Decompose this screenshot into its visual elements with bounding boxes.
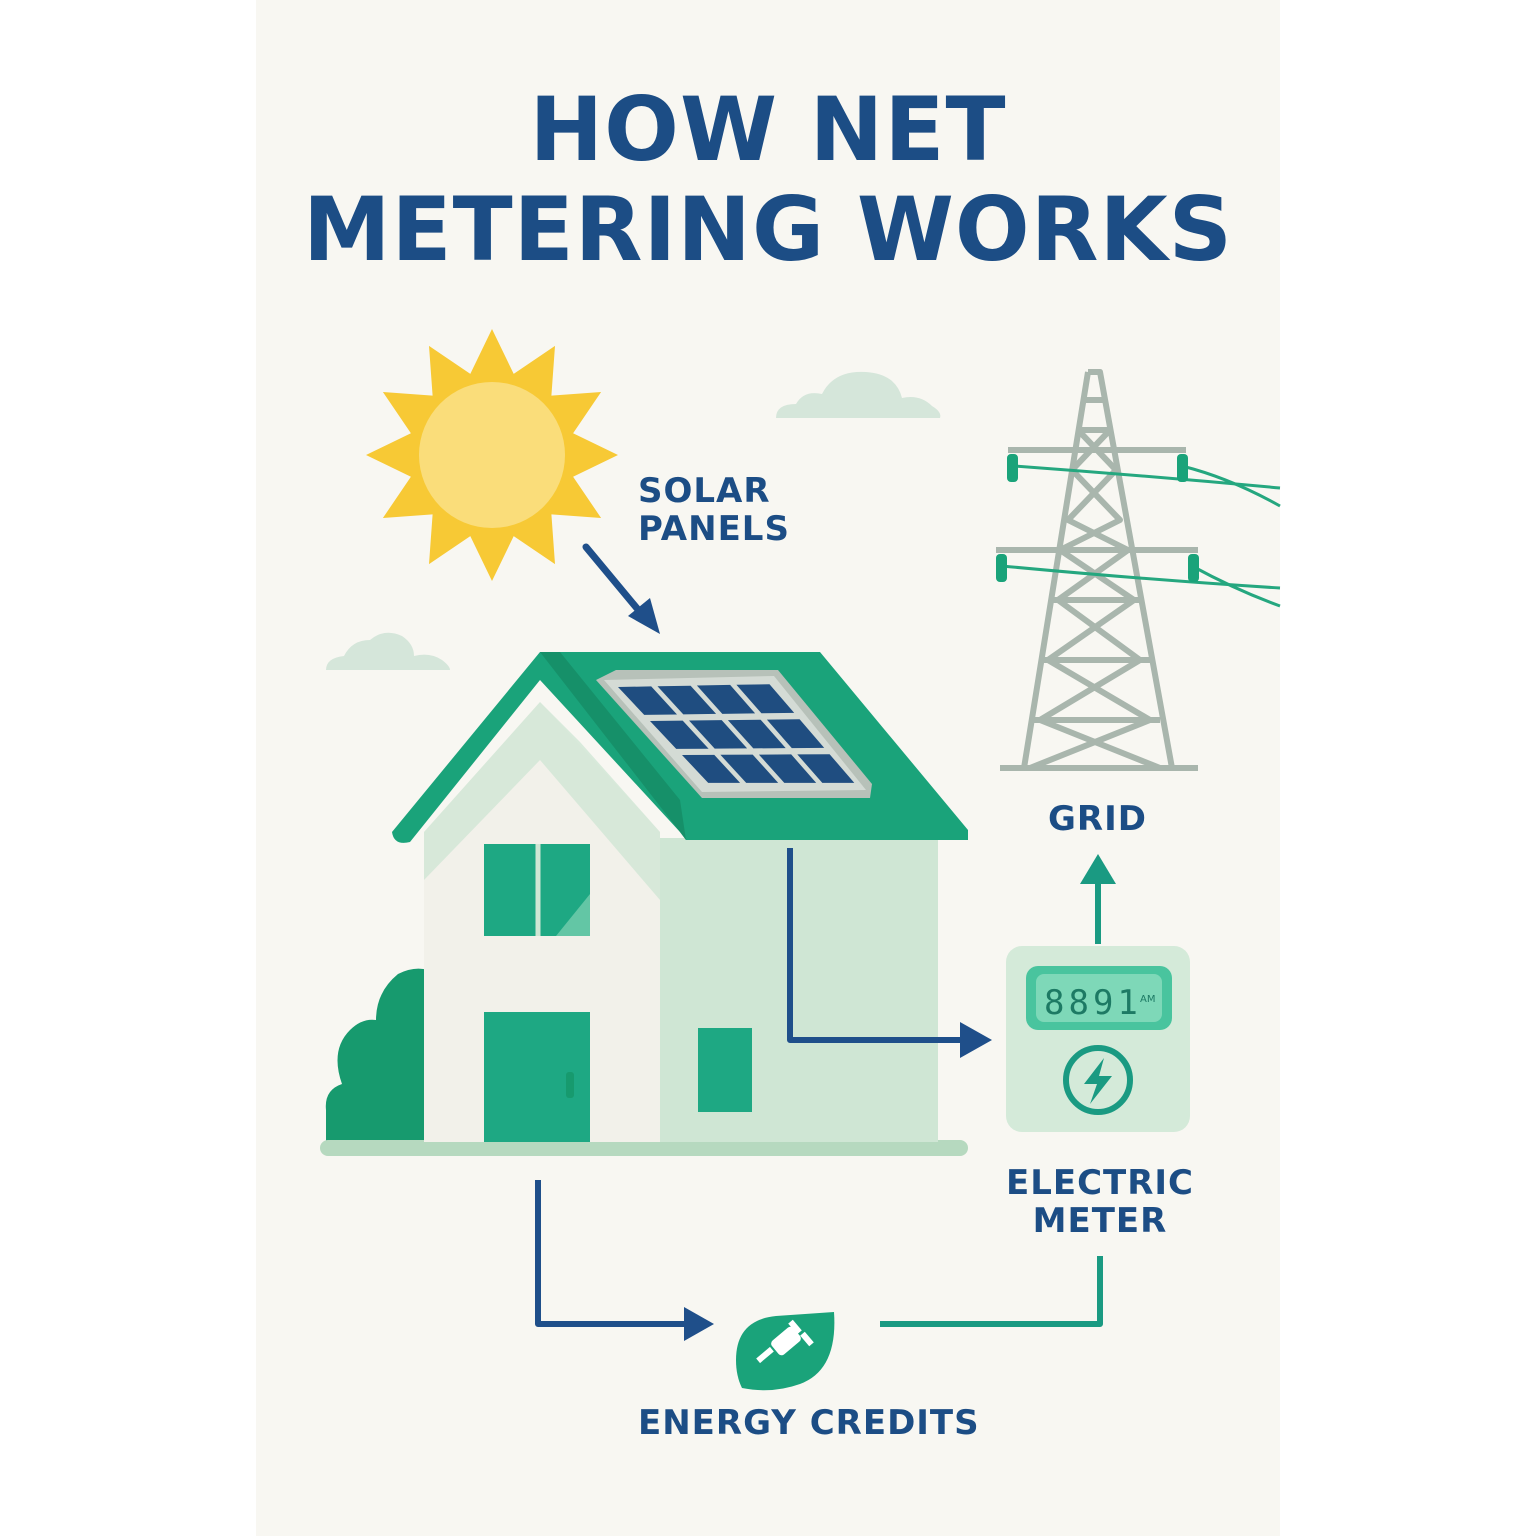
solar-cell xyxy=(696,684,756,714)
solar-cell xyxy=(720,754,779,783)
leaf-plug-icon xyxy=(736,1312,835,1391)
power-line-wires xyxy=(1001,464,1281,608)
solar-cell xyxy=(682,754,741,783)
front-door xyxy=(484,1012,590,1142)
power-tower-icon xyxy=(996,369,1198,771)
energy-credits-label: ENERGY CREDITS xyxy=(638,1403,980,1443)
solar-panels-label: SOLAR PANELS xyxy=(638,471,790,549)
solar-cell xyxy=(766,719,825,749)
meter-to-grid-arrow xyxy=(1080,854,1116,944)
insulator-icons xyxy=(996,454,1199,582)
solar-cell xyxy=(657,685,717,715)
meter-to-credits-line xyxy=(880,1256,1103,1327)
electric-meter-icon: 8891 AM xyxy=(1006,946,1190,1132)
solar-cell xyxy=(689,720,748,749)
page-title-line-1: HOW NET xyxy=(529,78,1007,181)
solar-cell xyxy=(650,720,709,749)
grid-label: GRID xyxy=(1048,799,1147,839)
solar-cell xyxy=(736,684,795,714)
bush-icon xyxy=(325,968,428,1142)
sun-icon xyxy=(366,329,618,581)
solar-cell xyxy=(618,686,677,715)
page-title-line-2: METERING WORKS xyxy=(302,178,1234,281)
sunlight-arrow xyxy=(582,543,660,634)
cloud-icon xyxy=(326,632,450,670)
meter-unit: AM xyxy=(1140,994,1155,1005)
electric-meter-label: ELECTRIC METER xyxy=(1005,1163,1195,1241)
meter-reading: 8891 xyxy=(1044,983,1142,1023)
solar-cell xyxy=(758,754,817,783)
ground-strip xyxy=(320,1140,968,1156)
solar-panel-icon xyxy=(596,670,872,798)
house-window xyxy=(484,844,590,936)
side-window xyxy=(698,1028,752,1112)
solar-cell xyxy=(727,719,786,749)
house-to-meter-arrow xyxy=(787,848,992,1058)
house-to-credits-arrow xyxy=(535,1180,714,1341)
cloud-icon xyxy=(776,371,941,418)
solar-cell xyxy=(797,754,855,783)
lightning-bolt-icon xyxy=(1063,1045,1133,1115)
door-handle xyxy=(566,1072,574,1098)
